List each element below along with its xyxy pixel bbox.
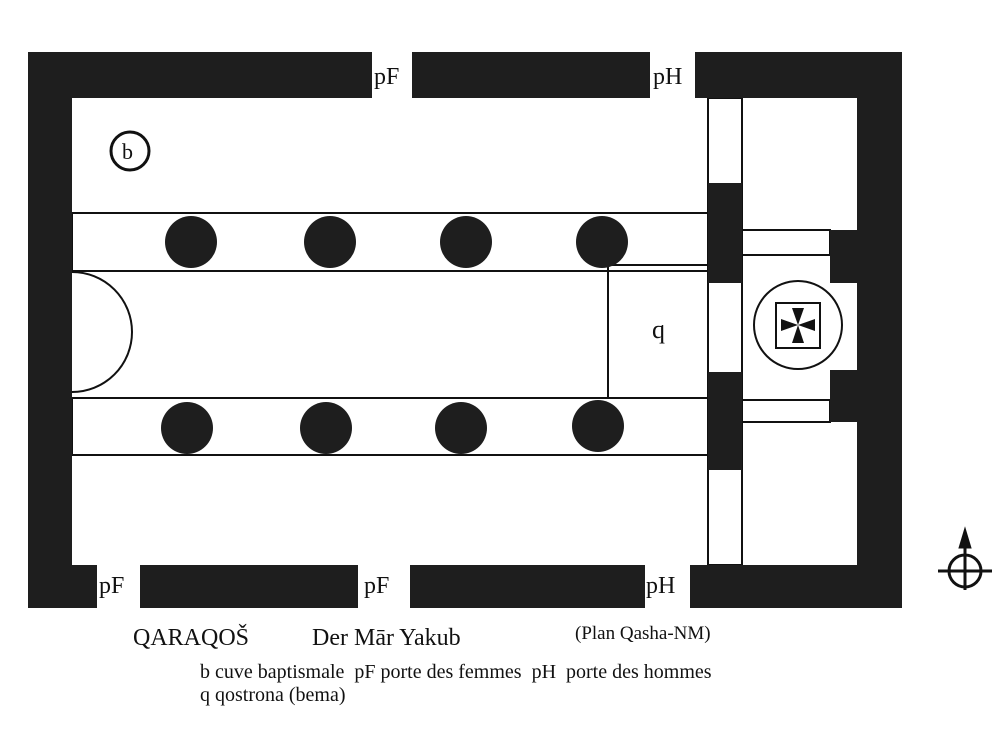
column [161, 402, 213, 454]
wall-east [857, 52, 902, 608]
column [304, 216, 356, 268]
column [440, 216, 492, 268]
north-arrow-icon [938, 526, 992, 590]
sanctuary-strip-north [741, 229, 831, 256]
column [300, 402, 352, 454]
door-label-top-right: pH [653, 64, 682, 90]
legend-line-1: b cuve baptismale pF porte des femmes pH… [200, 661, 712, 683]
door-label-bottom-left: pF [99, 573, 124, 599]
sanctuary-strip-south [741, 399, 831, 423]
apse-arc [71, 271, 133, 393]
wall-top-west [28, 52, 372, 98]
wall-bottom-west [28, 565, 97, 608]
sanctuary-screen [707, 97, 743, 566]
caption-source: (Plan Qasha-NM) [575, 623, 711, 644]
caption-church: Der Mār Yakub [312, 625, 461, 651]
wall-bottom-middle-east [410, 565, 645, 608]
column [572, 400, 624, 452]
altar [753, 280, 843, 370]
caption-site: QARAQOŠ [133, 624, 249, 651]
column [165, 216, 217, 268]
column [576, 216, 628, 268]
wall-bottom-middle-west [140, 565, 358, 608]
legend-line-2: q qostrona (bema) [200, 684, 346, 706]
baptismal-font-label: b [122, 139, 133, 164]
door-label-top-left: pF [374, 64, 399, 90]
wall-west [28, 52, 72, 608]
columns [161, 216, 628, 454]
column [435, 402, 487, 454]
door-label-bottom-right: pH [646, 573, 675, 599]
wall-top-middle [412, 52, 650, 98]
bema-label: q [652, 315, 665, 344]
door-label-bottom-middle: pF [364, 573, 389, 599]
cross-icon [781, 308, 815, 343]
wall-east-pier-south [830, 370, 860, 422]
wall-bottom-east [690, 565, 902, 608]
walls [28, 52, 902, 608]
baptismal-font-marker [109, 130, 151, 172]
wall-east-pier-north [830, 230, 860, 283]
